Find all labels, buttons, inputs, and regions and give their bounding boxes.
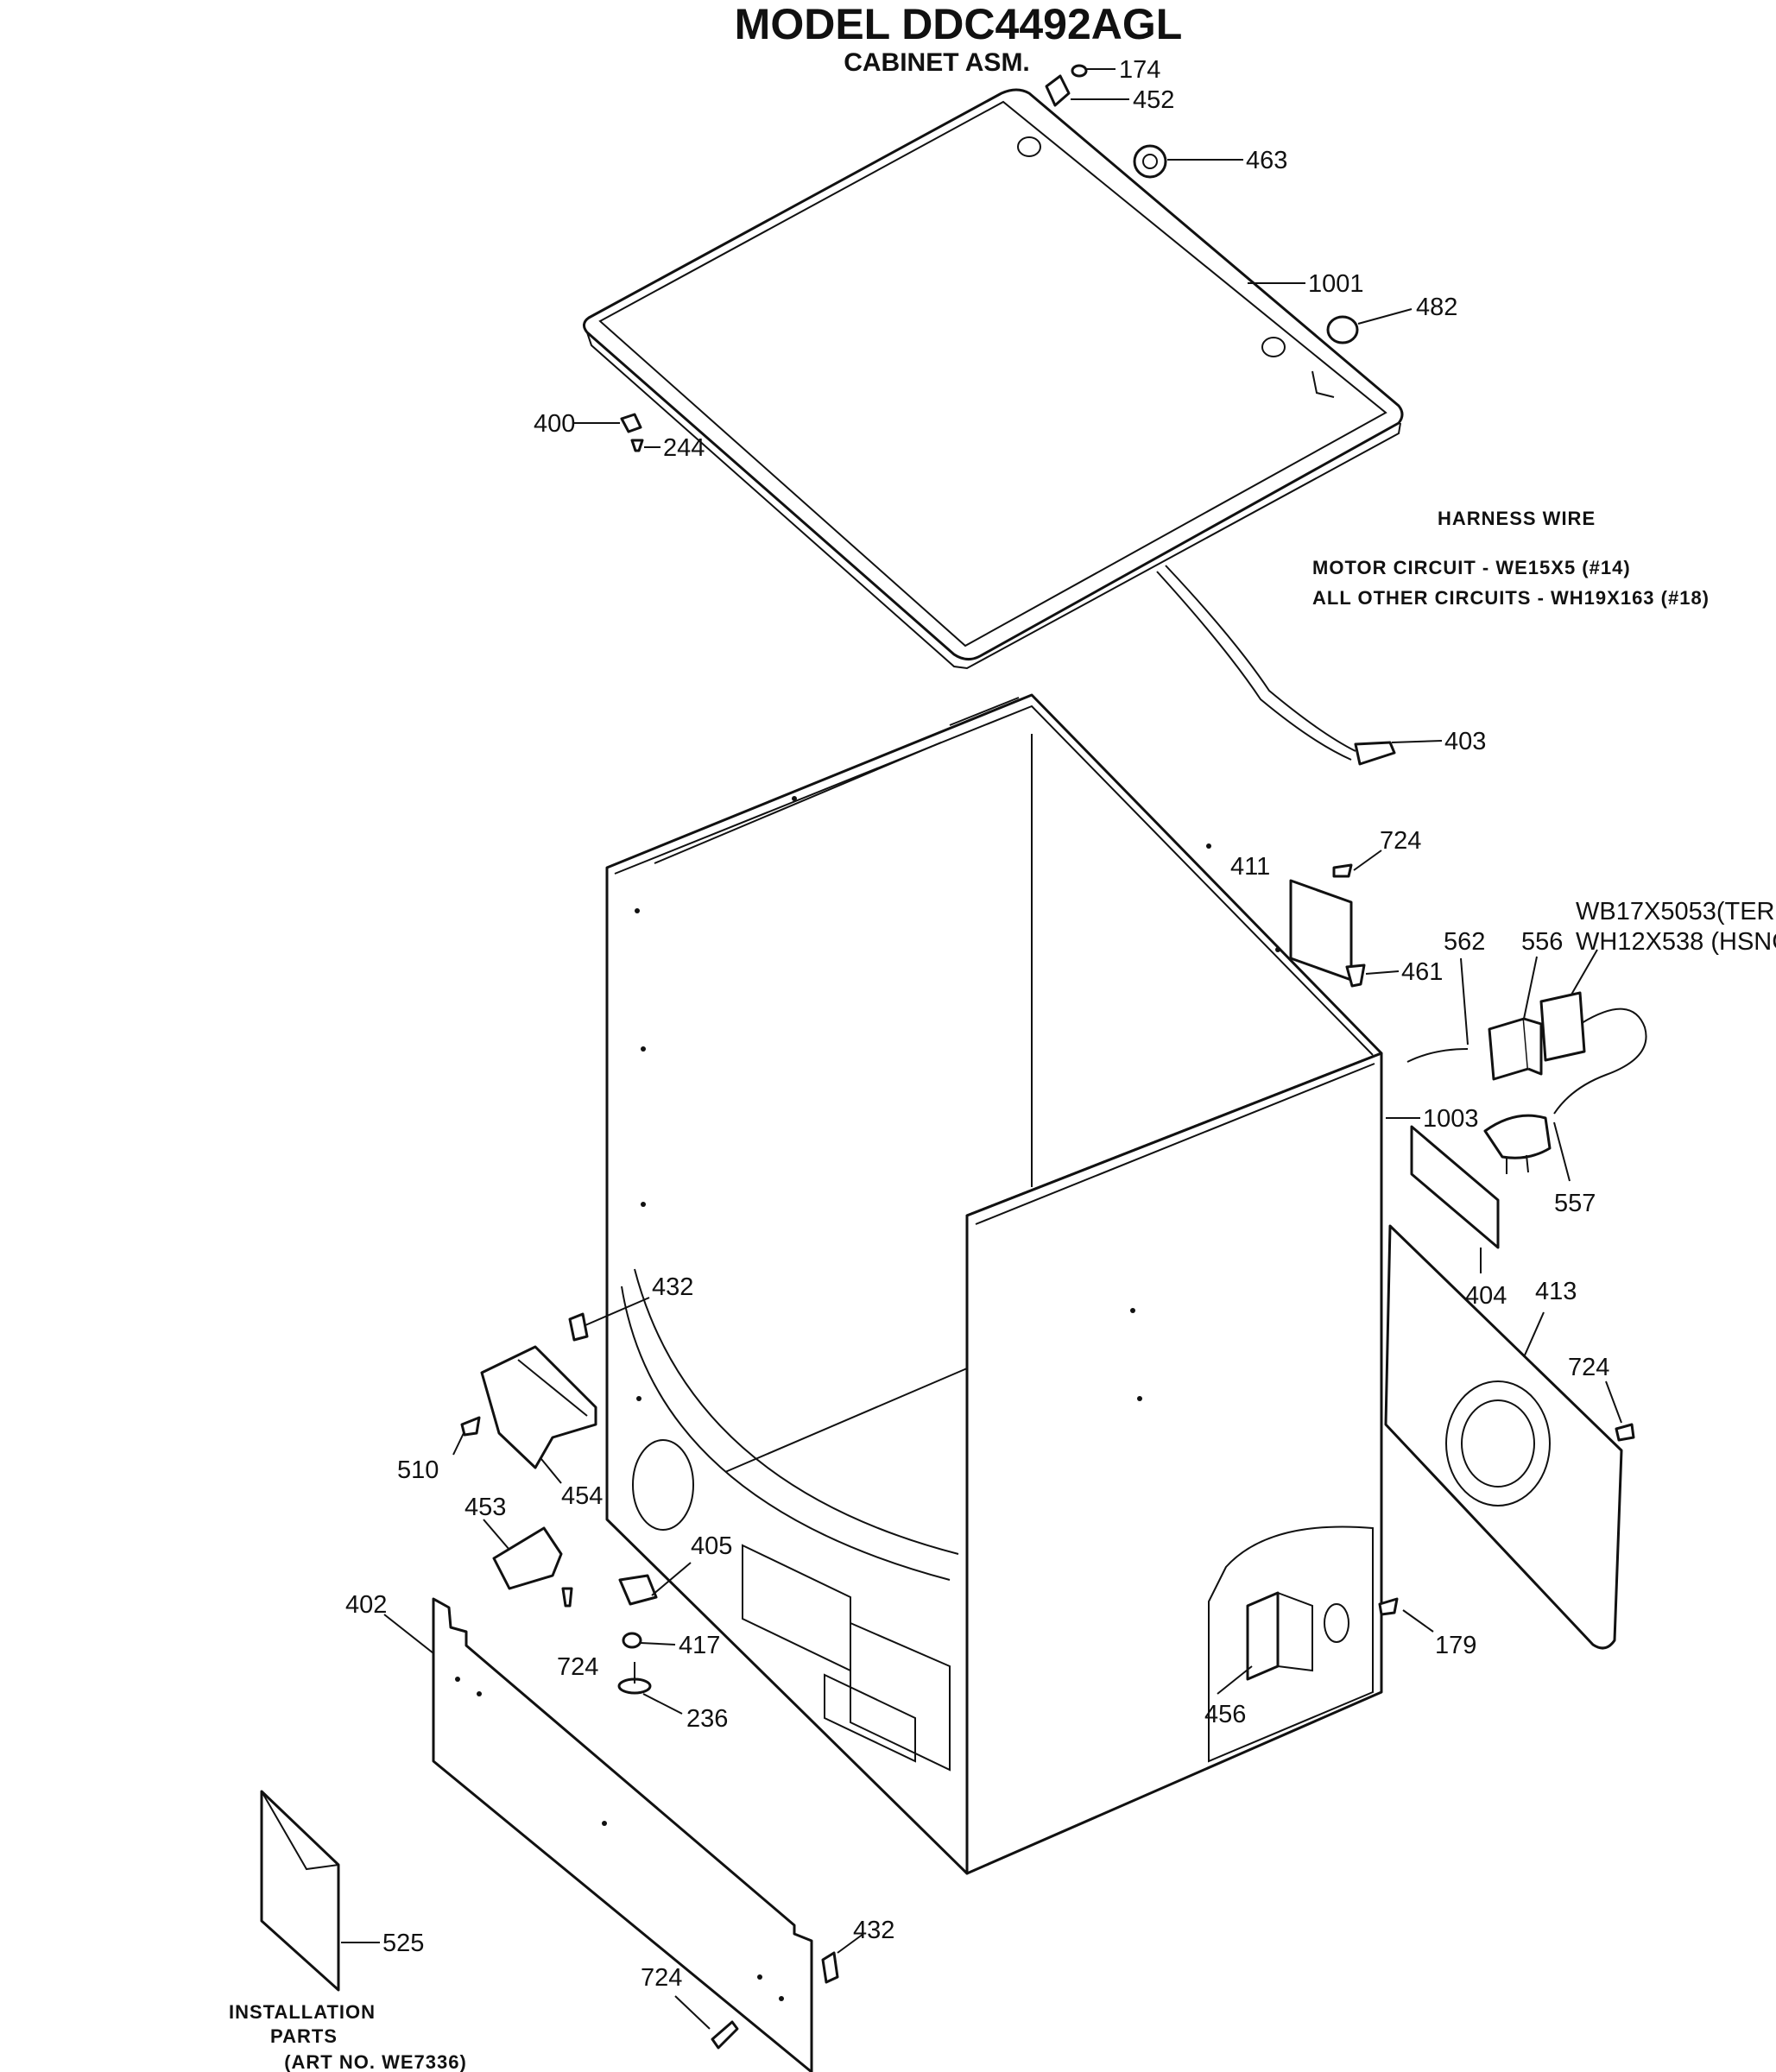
callout-432-left: 432 [652, 1273, 693, 1301]
plug-482 [1326, 315, 1359, 344]
callout-404: 404 [1465, 1282, 1507, 1310]
callout-461: 461 [1401, 958, 1443, 986]
blower-housing-454 [480, 1345, 597, 1469]
callout-term-part: WB17X5053(TERM) [1576, 898, 1776, 925]
callout-463: 463 [1246, 147, 1287, 174]
callout-411: 411 [1230, 853, 1270, 881]
installation-line2: PARTS [270, 2025, 338, 2047]
power-cord-557 [1483, 1008, 1647, 1174]
callout-724-rear: 724 [1568, 1354, 1609, 1381]
toe-kick-panel [432, 1597, 813, 2072]
callout-402: 402 [345, 1591, 387, 1619]
callout-403: 403 [1444, 728, 1486, 755]
callout-174: 174 [1119, 56, 1160, 84]
screw-174 [1071, 64, 1088, 78]
callout-453: 453 [465, 1494, 506, 1521]
callout-417: 417 [679, 1632, 720, 1659]
assembly-subtitle: CABINET ASM. [844, 48, 1030, 77]
screw-724b [1615, 1423, 1635, 1442]
terminal-housing [1539, 991, 1586, 1062]
callout-482: 482 [1416, 294, 1457, 321]
screw-179 [1378, 1597, 1399, 1616]
harness-line-other: ALL OTHER CIRCUITS - WH19X163 (#18) [1312, 587, 1710, 609]
harness-wire-note: HARNESS WIRE MOTOR CIRCUIT - WE15X5 (#14… [1312, 508, 1710, 609]
wire-harness [1156, 565, 1396, 766]
callout-724-bottom: 724 [641, 1964, 682, 1992]
callout-413: 413 [1535, 1278, 1577, 1305]
installation-line1: INSTALLATION [229, 2001, 376, 2023]
terminal-block-556 [1488, 1017, 1543, 1081]
hinge-bracket-452 [1045, 74, 1071, 107]
nut-417 [622, 1632, 642, 1649]
callout-405: 405 [691, 1532, 732, 1560]
callout-244: 244 [663, 434, 705, 462]
installation-parts-note: INSTALLATION PARTS (ART NO. WE7336) [229, 2001, 467, 2072]
callout-557: 557 [1554, 1190, 1596, 1217]
clip-400 [620, 413, 642, 433]
harness-line-motor: MOTOR CIRCUIT - WE15X5 (#14) [1312, 557, 1631, 578]
clip-432a [568, 1312, 589, 1342]
installation-envelope [260, 1790, 340, 1992]
lead-wire-562 [1406, 1048, 1469, 1063]
callout-236: 236 [686, 1705, 728, 1733]
leader-lines [341, 68, 1622, 2030]
cover-plate-411 [1289, 879, 1353, 982]
clip-432b [821, 1951, 839, 1984]
installation-line3: (ART NO. WE7336) [284, 2051, 467, 2072]
callout-454: 454 [561, 1482, 603, 1510]
callout-1003: 1003 [1423, 1105, 1479, 1133]
top-panel [583, 88, 1404, 670]
callout-housing-part: WH12X538 (HSNG) [1576, 928, 1776, 956]
clip-405 [618, 1574, 658, 1606]
screw-724a [1332, 863, 1353, 878]
callout-432-right: 432 [853, 1917, 894, 1944]
terminal-plate-404 [1410, 1125, 1500, 1249]
callout-724-lower: 724 [557, 1653, 598, 1681]
bracket-453 [492, 1526, 563, 1590]
leveling-leg-236 [617, 1662, 652, 1695]
callout-456: 456 [1204, 1701, 1246, 1728]
screw-724c [561, 1587, 573, 1608]
callout-400: 400 [534, 410, 575, 438]
harness-heading: HARNESS WIRE [1438, 508, 1596, 529]
cabinet-body [605, 693, 1383, 1875]
callout-labels: 174 452 463 1001 482 400 244 403 411 724… [345, 56, 1776, 1992]
screw-244 [630, 439, 644, 452]
rear-access-panel [1384, 1224, 1623, 1650]
model-title: MODEL DDC4492AGL [735, 0, 1183, 48]
callout-525: 525 [382, 1930, 424, 1957]
callout-179: 179 [1435, 1632, 1476, 1659]
callout-1001: 1001 [1308, 270, 1364, 298]
callout-510: 510 [397, 1456, 439, 1484]
screw-461 [1345, 963, 1366, 988]
nut-463 [1133, 144, 1167, 179]
callout-452: 452 [1133, 86, 1174, 114]
screw-510 [460, 1416, 481, 1437]
callout-562: 562 [1444, 928, 1485, 956]
callout-556: 556 [1521, 928, 1563, 956]
screw-724d [711, 2020, 739, 2050]
callout-724-upper: 724 [1380, 827, 1421, 855]
